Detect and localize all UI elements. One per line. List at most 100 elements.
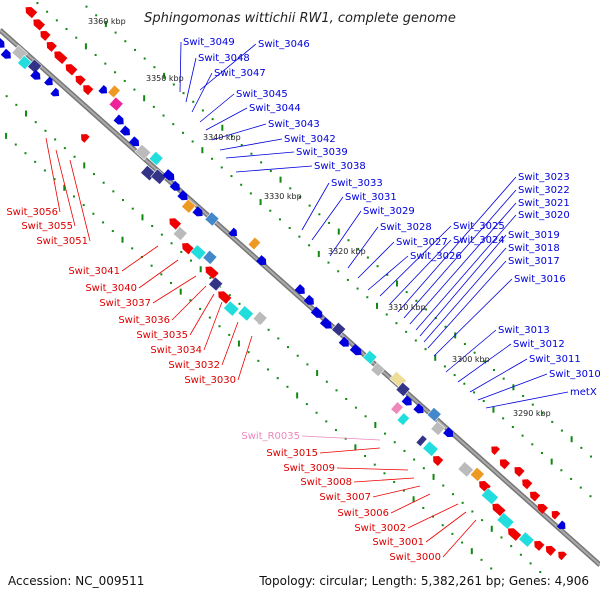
summary-text: Topology: circular; Length: 5,382,261 bp… <box>258 574 589 588</box>
tick-mark <box>337 228 340 235</box>
gene-label-swit_3006: Swit_3006 <box>337 508 389 519</box>
tick-mark <box>551 420 554 423</box>
gene-label-swit_3051: Swit_3051 <box>36 236 88 247</box>
tick-mark <box>260 161 263 164</box>
tick-mark <box>493 369 496 372</box>
tick-mark <box>531 403 534 406</box>
gene-feature <box>252 310 268 326</box>
gene-label-swit_3024: Swit_3024 <box>453 235 505 246</box>
tick-mark <box>286 385 289 388</box>
gene-feature <box>422 440 439 457</box>
gene-label-swit_3038: Swit_3038 <box>314 161 366 172</box>
tick-mark <box>470 548 473 555</box>
gene-feature <box>148 151 164 166</box>
gene-feature <box>430 421 446 436</box>
tick-mark <box>431 515 434 518</box>
tick-mark <box>94 53 97 56</box>
gene-label-swit_3056: Swit_3056 <box>6 207 58 218</box>
gene-feature <box>177 190 188 201</box>
tick-mark <box>5 132 8 139</box>
tick-mark <box>364 455 367 458</box>
kbp-label: 3320 kbp <box>328 247 366 256</box>
gene-feature <box>556 520 566 530</box>
tick-mark <box>347 239 350 242</box>
tick-mark <box>112 190 115 193</box>
gene-label-swit_3016: Swit_3016 <box>514 274 566 285</box>
tick-mark <box>451 493 454 496</box>
gene-feature <box>413 403 424 414</box>
tick-mark <box>540 451 543 454</box>
tick-mark <box>461 541 464 544</box>
tick-mark <box>395 322 398 325</box>
gene-feature <box>128 136 140 147</box>
kbp-label: 3310 kbp <box>388 303 426 312</box>
tick-mark <box>510 545 513 548</box>
gene-feature <box>107 84 121 99</box>
gene-label-swit_3009: Swit_3009 <box>283 463 335 474</box>
gene-feature <box>208 276 224 292</box>
tick-mark <box>63 147 66 150</box>
tick-mark <box>150 264 153 267</box>
tick-mark <box>415 299 418 302</box>
tick-mark <box>83 162 86 169</box>
tick-mark <box>424 348 427 351</box>
tick-mark <box>114 31 117 34</box>
tick-mark <box>308 244 311 247</box>
gene-label-swit_3011: Swit_3011 <box>529 354 581 365</box>
tick-marks <box>5 2 593 574</box>
tick-mark <box>189 259 192 262</box>
kbp-label: 3340 kbp <box>203 133 241 142</box>
tick-mark <box>160 233 163 236</box>
gene-feature <box>551 510 561 520</box>
tick-mark <box>279 176 282 183</box>
tick-mark <box>325 420 328 423</box>
tick-mark <box>531 443 534 446</box>
gene-feature <box>256 255 267 266</box>
tick-mark <box>539 571 542 574</box>
gene-feature <box>50 87 60 97</box>
gene-feature <box>499 459 510 470</box>
gene-label-swit_3034: Swit_3034 <box>150 345 202 356</box>
tick-mark <box>211 118 214 121</box>
gene-label-swit_3025: Swit_3025 <box>453 221 505 232</box>
tick-mark <box>386 273 389 276</box>
tick-mark <box>170 281 173 284</box>
tick-mark <box>492 406 495 413</box>
tick-mark <box>124 40 127 43</box>
kbp-label: 3350 kbp <box>146 74 184 83</box>
gene-label-swit_3035: Swit_3035 <box>136 330 188 341</box>
tick-mark <box>220 166 223 169</box>
gene-feature <box>98 84 108 94</box>
gene-label-swit_3030: Swit_3030 <box>184 375 236 386</box>
gene-feature <box>205 266 219 280</box>
gene-label-swit_3032: Swit_3032 <box>168 360 220 371</box>
gene-feature <box>169 218 182 230</box>
tick-mark <box>413 458 416 461</box>
tick-mark <box>111 230 114 233</box>
gene-label-swit_3021: Swit_3021 <box>518 198 570 209</box>
tick-mark <box>34 121 37 124</box>
gene-label-metx: metX <box>570 387 597 398</box>
gene-feature <box>545 545 557 556</box>
tick-mark <box>269 209 272 212</box>
tick-mark <box>5 95 8 98</box>
gene-label-swit_3020: Swit_3020 <box>518 210 570 221</box>
gene-feature <box>433 456 444 467</box>
tick-mark <box>43 169 46 172</box>
tick-mark <box>238 302 241 305</box>
gene-feature <box>522 479 533 490</box>
tick-mark <box>179 288 182 295</box>
tick-mark <box>590 455 593 458</box>
gene-feature <box>172 226 188 241</box>
tick-mark <box>250 152 253 155</box>
tick-mark <box>15 103 18 106</box>
gene-label-swit_3002: Swit_3002 <box>354 523 406 534</box>
tick-mark <box>221 124 224 131</box>
gene-feature <box>113 114 124 125</box>
gene-label-swit_r0035: Swit_R0035 <box>241 431 300 442</box>
tick-mark <box>384 432 387 435</box>
gene-feature <box>415 434 428 447</box>
tick-mark <box>481 519 484 522</box>
tick-mark <box>182 92 185 95</box>
gene-feature <box>75 75 86 86</box>
